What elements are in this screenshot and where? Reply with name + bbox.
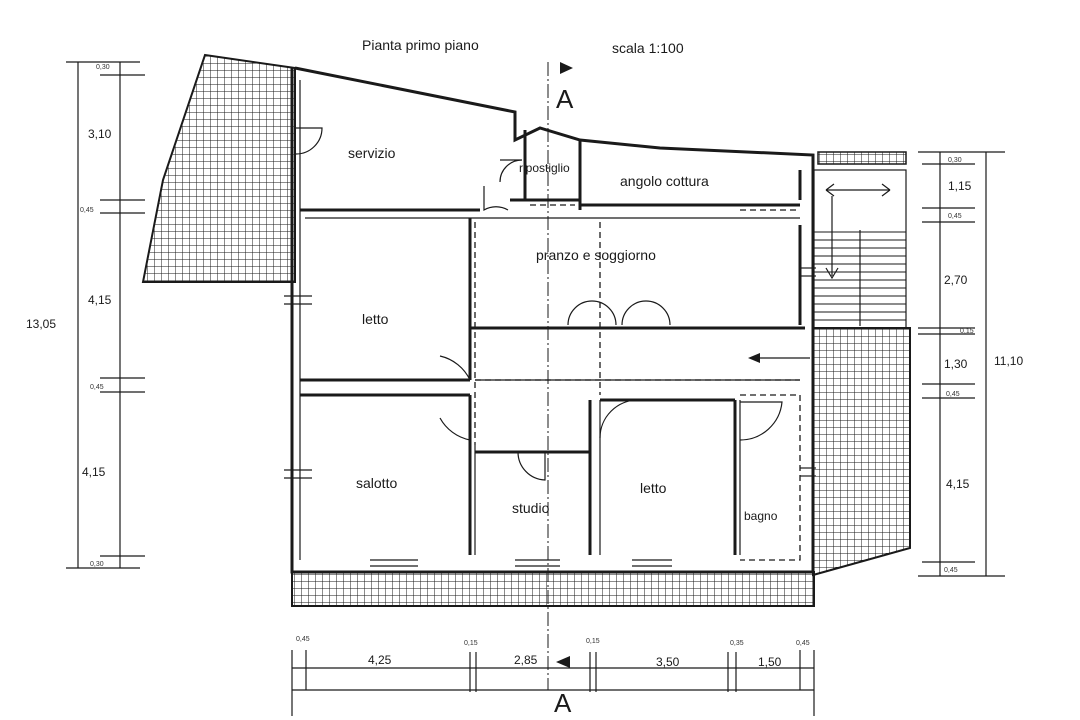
left-dim-small-3: 0,45: [90, 384, 104, 391]
room-label-pranzo-soggiorno: pranzo e soggiorno: [536, 247, 656, 263]
bottom-dim-small-5: 0,45: [796, 640, 810, 647]
bottom-dim-1: 4,25: [368, 653, 392, 667]
doors: [295, 127, 783, 481]
room-label-letto-1: letto: [362, 311, 389, 327]
interior-walls: [300, 130, 805, 555]
bottom-dim-small-2: 0,15: [464, 640, 478, 647]
left-dim-small-1: 0,30: [96, 64, 110, 71]
terrace-hatch-right: [812, 327, 911, 577]
right-dim-small-3: 0,15: [960, 328, 974, 335]
right-dim-3: 1,30: [944, 357, 968, 371]
section-marker-bottom: A: [554, 688, 572, 718]
right-dim-4: 4,15: [946, 477, 970, 491]
room-label-angolo-cottura: angolo cottura: [620, 173, 709, 189]
right-dim-small-4: 0,45: [946, 391, 960, 398]
left-dim-small-2: 0,45: [80, 207, 94, 214]
terrace-hatch-top-right: [817, 151, 907, 165]
dashed-lines: [474, 204, 801, 561]
bottom-dimension-chain: [291, 650, 815, 716]
right-dim-2: 2,70: [944, 273, 968, 287]
outer-walls: [290, 66, 815, 574]
bottom-dim-3: 3,50: [656, 655, 680, 669]
bottom-dim-small-4: 0,35: [730, 640, 744, 647]
section-line-a: [547, 62, 810, 690]
room-label-servizio: servizio: [348, 145, 396, 161]
room-label-studio: studio: [512, 500, 550, 516]
right-dim-1: 1,15: [948, 179, 972, 193]
right-dim-total: 11,10: [994, 354, 1023, 368]
terrace-hatch-bottom: [291, 571, 815, 607]
right-dim-small-2: 0,45: [948, 213, 962, 220]
room-label-ripostiglio: ripostiglio: [519, 161, 570, 175]
terrace-hatch-left: [141, 53, 296, 283]
right-dimension-chain: [918, 151, 1005, 577]
bottom-dim-small-1: 0,45: [296, 636, 310, 643]
section-marker-top: A: [556, 84, 574, 114]
windows: [284, 267, 816, 567]
left-dim-3: 4,15: [82, 465, 106, 479]
room-label-salotto: salotto: [356, 475, 397, 491]
left-dim-1: 3,10: [88, 127, 112, 141]
room-label-bagno: bagno: [744, 509, 778, 523]
bottom-dim-4: 1,50: [758, 655, 782, 669]
room-label-letto-2: letto: [640, 480, 667, 496]
left-dimension-chain: [66, 61, 145, 569]
right-dim-small-5: 0,45: [944, 567, 958, 574]
staircase: [813, 169, 907, 329]
left-dim-total: 13,05: [26, 317, 56, 331]
bottom-dim-2: 2,85: [514, 653, 538, 667]
plan-scale: scala 1:100: [612, 40, 684, 56]
left-dim-2: 4,15: [88, 293, 112, 307]
plan-title: Pianta primo piano: [362, 37, 479, 53]
bottom-dim-small-3: 0,15: [586, 638, 600, 645]
left-dim-small-4: 0,30: [90, 561, 104, 568]
right-dim-small-1: 0,30: [948, 157, 962, 164]
